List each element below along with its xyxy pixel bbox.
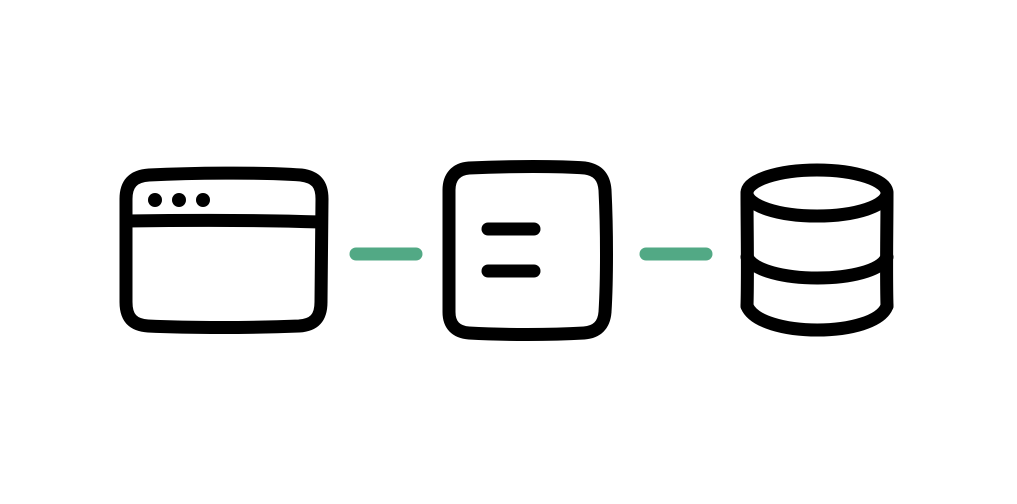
browser-dot-2 xyxy=(172,193,186,207)
browser-window-frame xyxy=(119,166,329,334)
database-middle-band xyxy=(740,250,894,285)
database-icon xyxy=(740,163,894,337)
browser-dot-3 xyxy=(196,193,210,207)
server-icon xyxy=(442,160,613,341)
browser-window-dots xyxy=(148,193,210,207)
browser-dot-1 xyxy=(148,193,162,207)
server-frame xyxy=(442,160,613,341)
database-top xyxy=(740,163,894,223)
browser-window-icon xyxy=(119,166,329,334)
browser-title-bar-divider xyxy=(120,213,328,229)
database-bottom xyxy=(740,299,894,337)
